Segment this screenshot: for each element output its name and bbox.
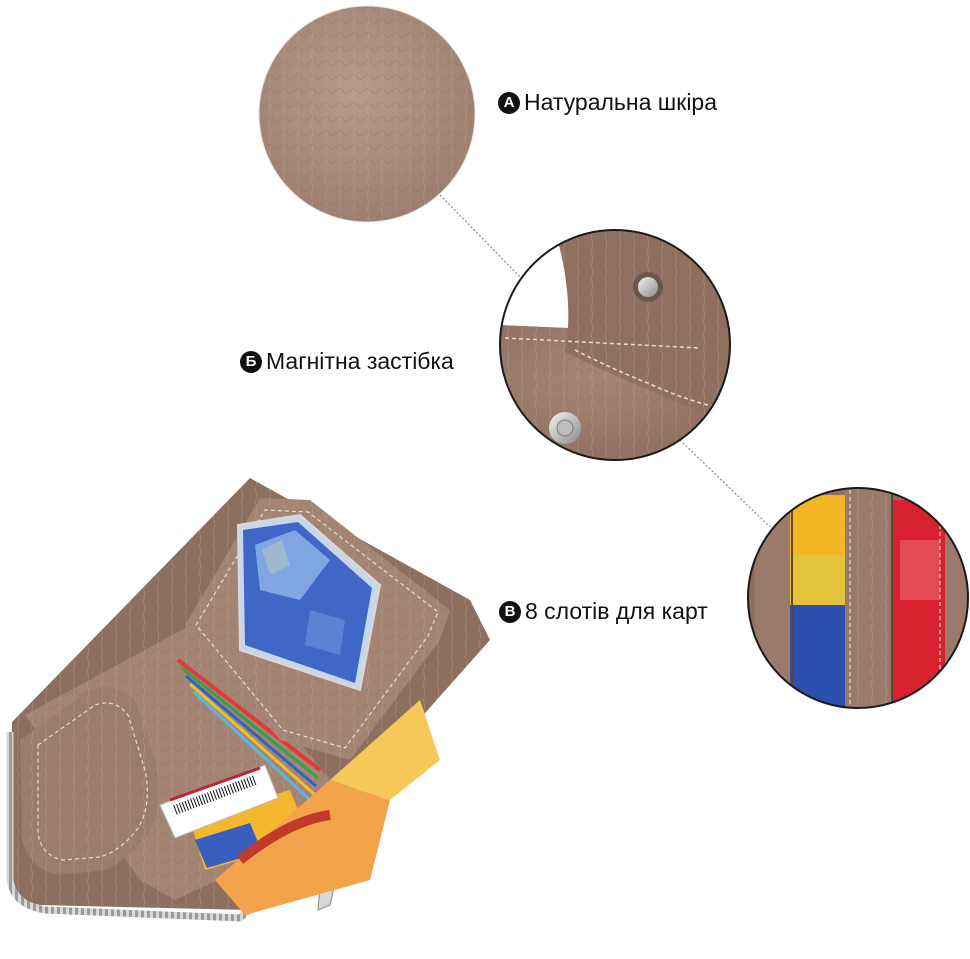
leather-texture-circle [258, 5, 476, 223]
feature-label-leather: A Натуральна шкіра [498, 91, 717, 114]
card-edges [176, 658, 322, 804]
connector-lines [439, 194, 771, 528]
feature-text-clasp: Магнітна застібка [266, 348, 454, 374]
badge-a: A [498, 91, 520, 114]
feature-text-card-slots: 8 слотів для карт [525, 598, 708, 624]
feature-label-card-slots: В 8 слотів для карт [499, 600, 708, 623]
magnetic-clasp-circle [499, 229, 731, 461]
feature-label-clasp: Б Магнітна застібка [240, 350, 454, 373]
card-slots-circle [747, 487, 969, 709]
feature-text-leather: Натуральна шкіра [524, 89, 718, 115]
connector-line-b [679, 439, 771, 528]
wallet-photo [6, 478, 490, 922]
barcode-sticker [159, 764, 279, 839]
connector-line-a [439, 194, 526, 283]
id-card-window [236, 513, 382, 692]
banknote [215, 700, 440, 915]
badge-b: Б [240, 350, 262, 373]
badge-c: В [499, 600, 521, 623]
